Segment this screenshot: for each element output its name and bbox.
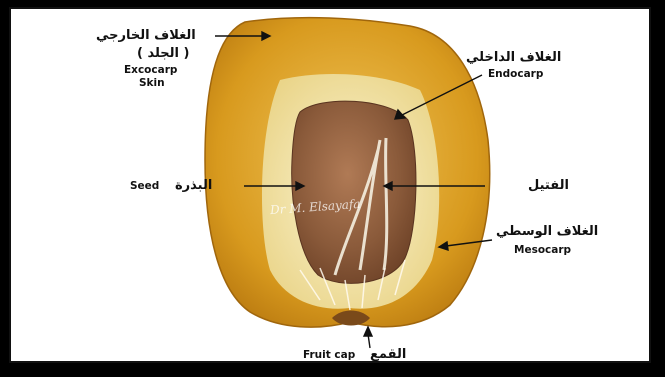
seed-arabic-label: البذرة <box>175 178 212 193</box>
fruitcap-english-label: Fruit cap <box>303 349 355 361</box>
fruitcap-arabic-label: القمع <box>370 347 406 362</box>
endocarp-arabic-label: الغلاف الداخلي <box>466 50 561 65</box>
endocarp-english-label: Endocarp <box>488 68 543 80</box>
exocarp-english-label: Excocarp <box>124 64 177 76</box>
mesocarp-english-label: Mesocarp <box>514 244 571 256</box>
exocarp-english-sublabel: Skin <box>139 77 165 89</box>
filament-arabic-label: الفتيل <box>528 178 569 193</box>
exocarp-arabic-label: الغلاف الخارجي <box>96 28 196 43</box>
seed-english-label: Seed <box>130 180 159 192</box>
mesocarp-arabic-label: الغلاف الوسطي <box>496 224 598 239</box>
seed-shape <box>292 101 416 283</box>
exocarp-arabic-sublabel: ( الجلد ) <box>137 46 189 61</box>
